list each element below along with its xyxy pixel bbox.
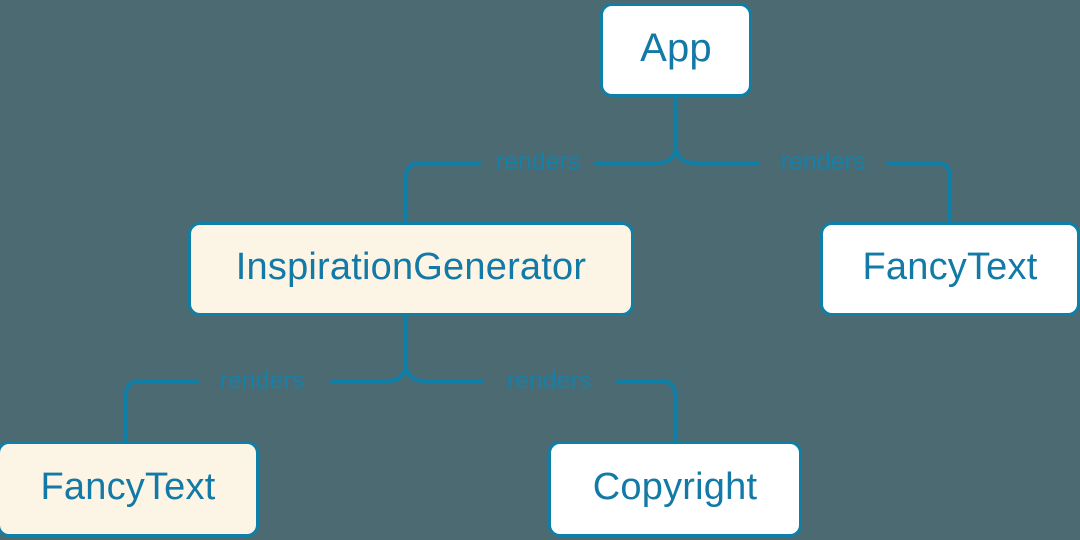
node-app-label: App (640, 26, 712, 70)
edge-label-inspiration-generator-to-copyright: renders (506, 366, 592, 395)
edge-app-to-fancytext-right (674, 148, 952, 224)
edge-inspiration-to-copyright (404, 366, 677, 443)
node-fancytext-left[interactable]: FancyText (0, 441, 259, 537)
edge-label-app-to-fancytext: renders (780, 147, 866, 176)
node-fancytext-left-label: FancyText (40, 466, 216, 508)
node-inspiration-generator-label: InspirationGenerator (235, 246, 587, 288)
node-inspiration-generator[interactable]: InspirationGenerator (188, 222, 634, 316)
node-fancytext-right[interactable]: FancyText (820, 222, 1080, 316)
node-copyright[interactable]: Copyright (548, 441, 802, 537)
edge-label-inspiration-generator-to-fancytext: renders (219, 366, 305, 395)
node-app[interactable]: App (600, 3, 752, 97)
node-copyright-label: Copyright (592, 466, 758, 508)
edge-label-app-to-inspiration-generator: renders (495, 147, 581, 176)
node-fancytext-right-label: FancyText (862, 246, 1038, 288)
